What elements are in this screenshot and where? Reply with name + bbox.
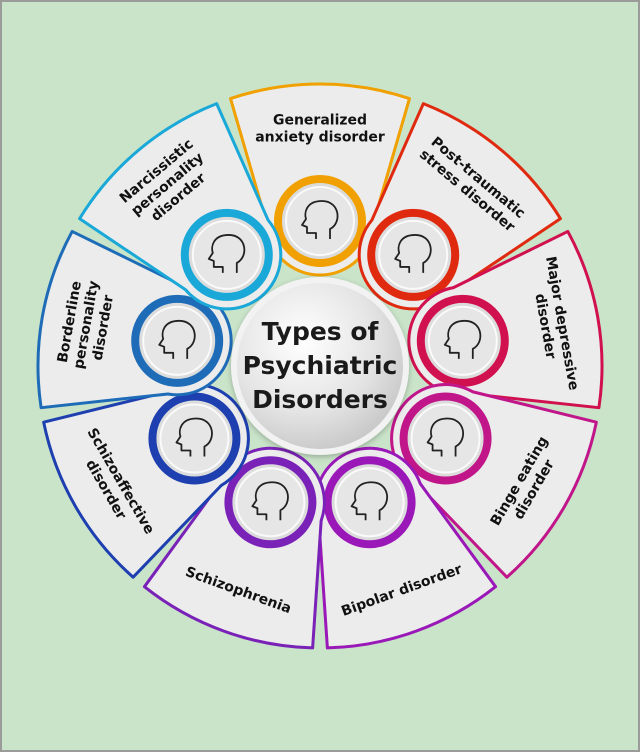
title-line-2: Psychiatric <box>243 351 398 380</box>
title-line-1: Types of <box>262 317 380 346</box>
segment-label: Major depressivedisorder <box>525 255 581 394</box>
center-circle: Types of Psychiatric Disorders <box>231 277 409 455</box>
segment-narcissistic-personality-disorder: Narcissisticpersonalitydisorder <box>78 102 283 311</box>
segment-bipolar-disorder: Bipolar disorder <box>314 446 498 650</box>
broken-brain-icon <box>367 208 460 301</box>
two-faces-icon <box>131 294 224 387</box>
segment-binge-eating-disorder: Binge eatingdisorder <box>390 383 598 579</box>
label-line: Generalized <box>273 113 367 129</box>
segment-post-traumatic-stress-disorder: Post-traumaticstress disorder <box>357 102 562 311</box>
distressed-person-icon <box>416 294 509 387</box>
segment-major-depressive-disorder: Major depressivedisorder <box>407 229 604 410</box>
tangled-head-icon <box>148 392 241 485</box>
segment-schizoaffective-disorder: Schizoaffectivedisorder <box>42 383 250 579</box>
crowned-head-icon <box>180 208 273 301</box>
label-line: anxiety disorder <box>255 130 385 146</box>
title-line-3: Disorders <box>252 385 388 414</box>
segment-schizophrenia: Schizophrenia <box>142 446 326 650</box>
segment-borderline-personality-disorder: Borderlinepersonalitydisorder <box>36 229 233 410</box>
hallucination-icon <box>224 456 317 549</box>
split-face-icon <box>323 456 416 549</box>
eating-face-icon <box>399 392 492 485</box>
head-swirls-icon <box>274 175 366 267</box>
